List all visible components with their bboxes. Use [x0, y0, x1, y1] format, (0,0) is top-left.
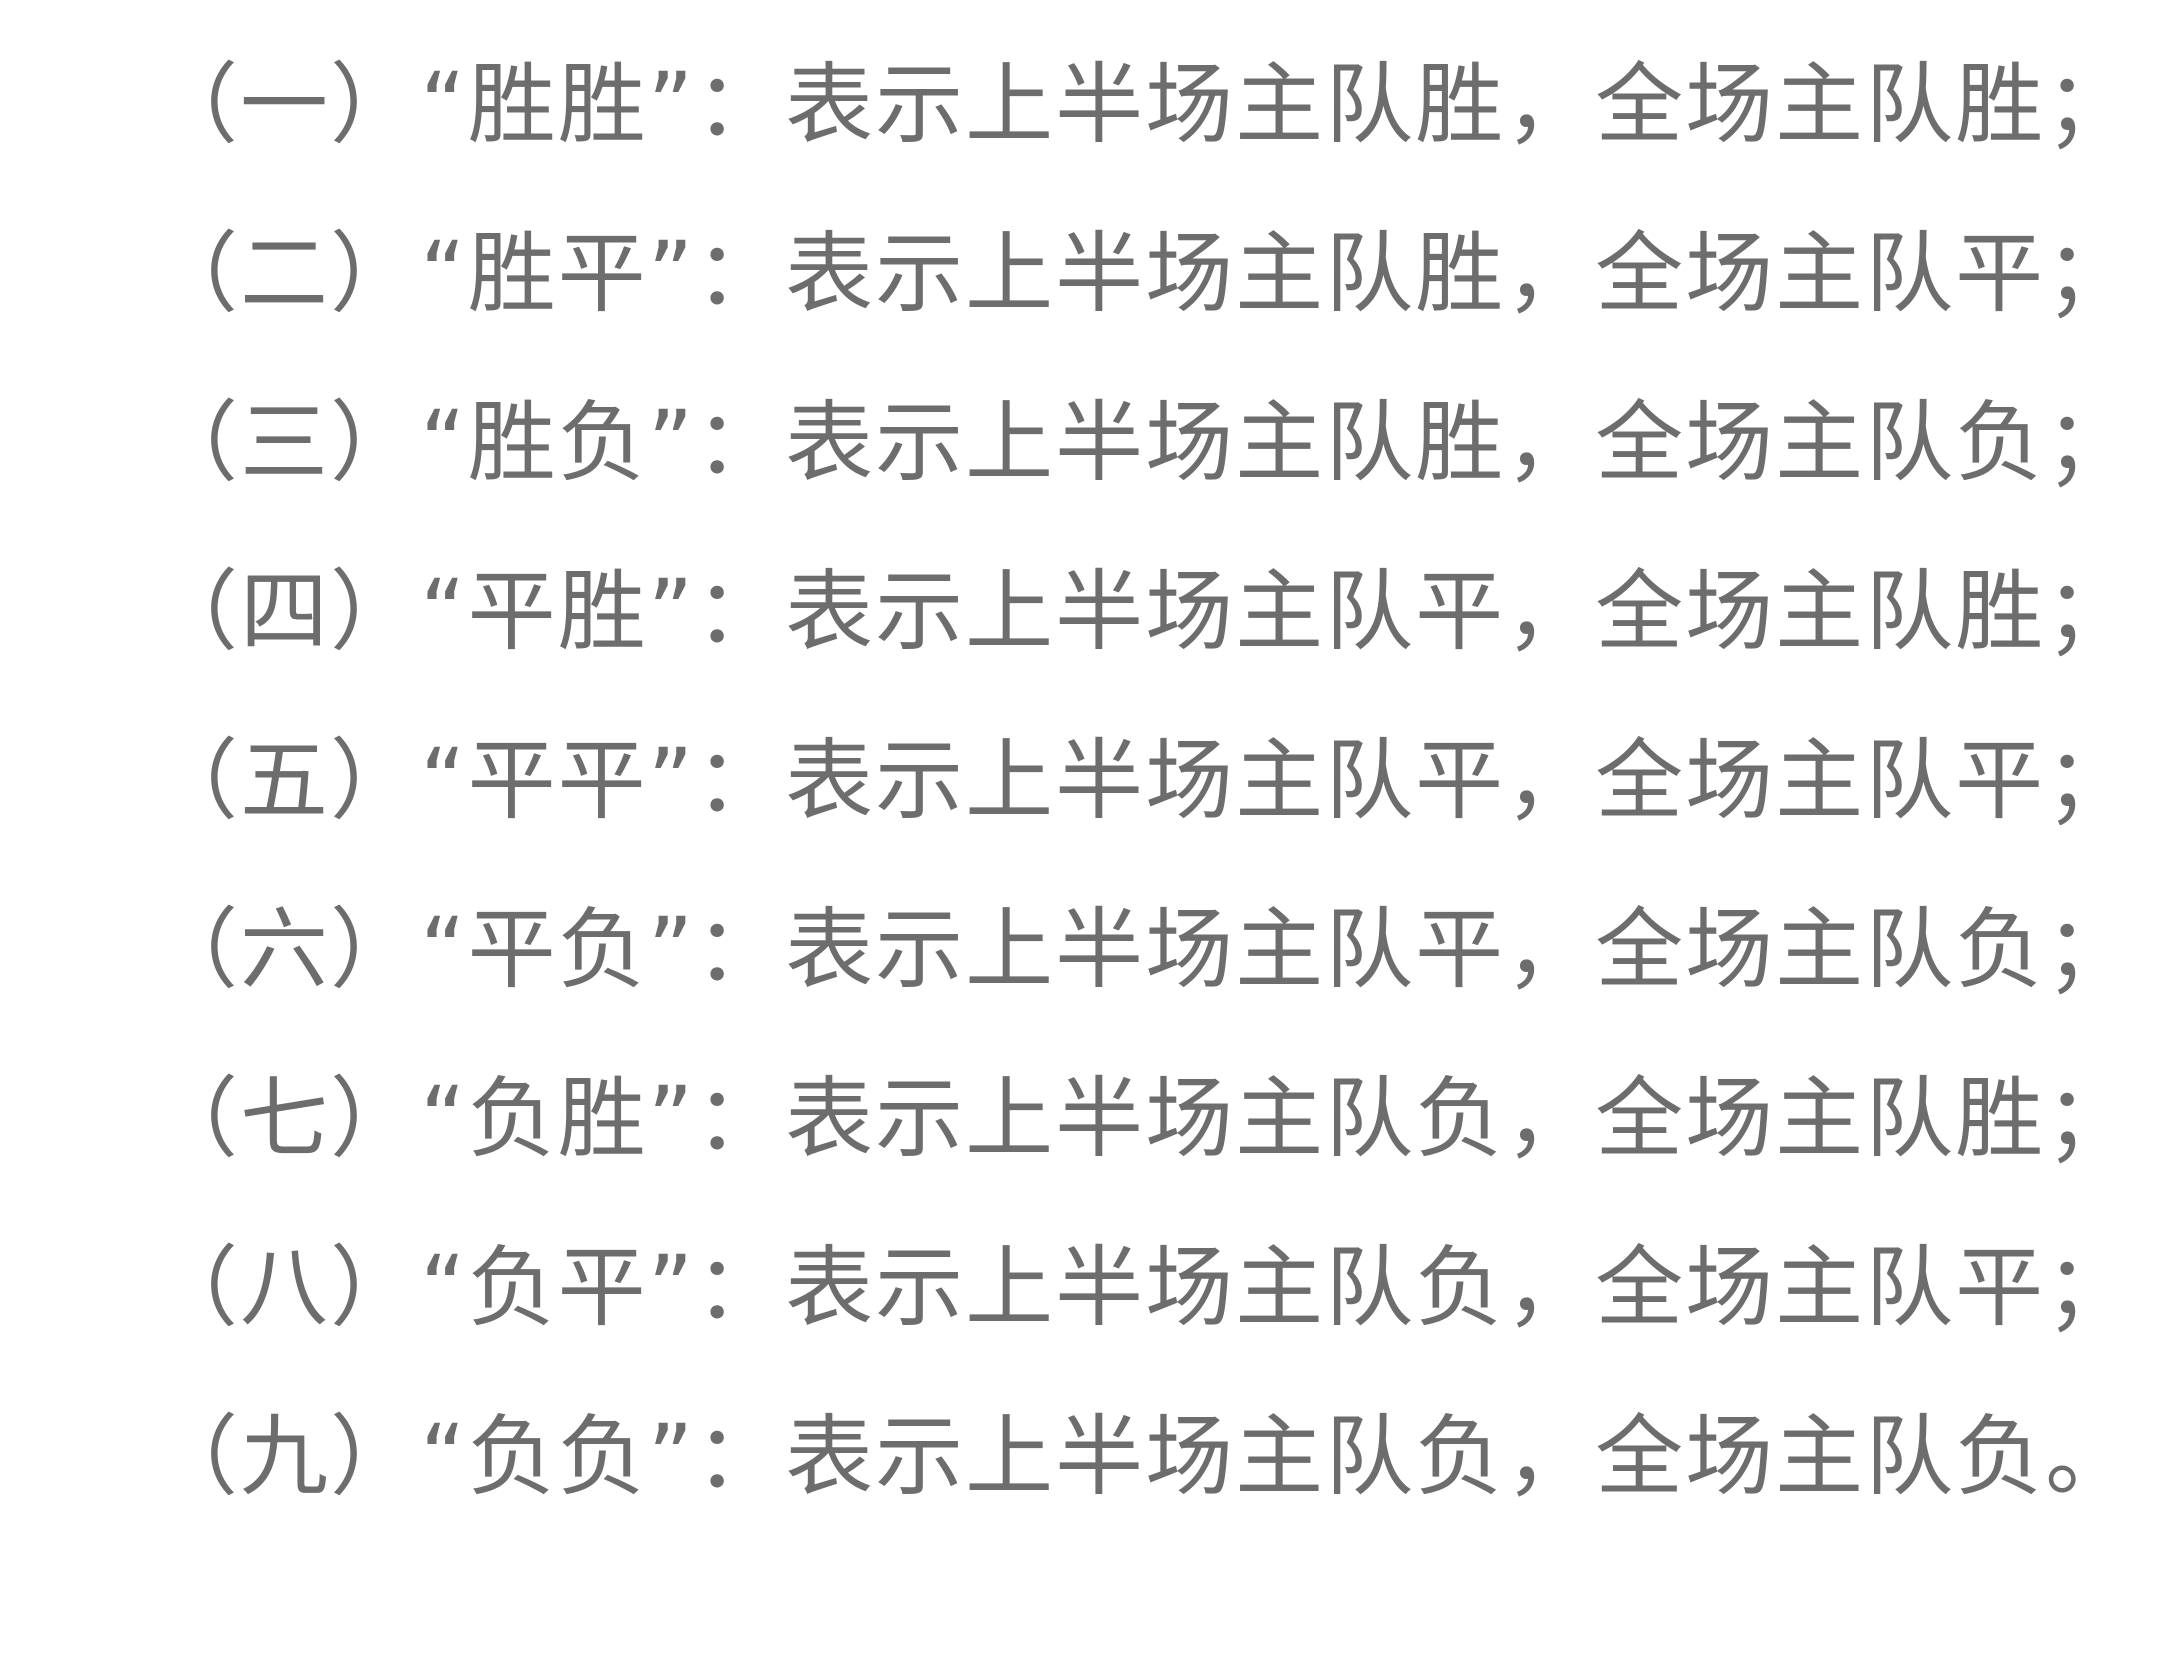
list-item: （六）“平负”：表示上半场主队平，全场主队负； — [150, 898, 2136, 1001]
list-item: （五）“平平”：表示上半场主队平，全场主队平； — [150, 729, 2136, 832]
list-item: （七）“负胜”：表示上半场主队负，全场主队胜； — [150, 1067, 2136, 1170]
list-item: （九）“负负”：表示上半场主队负，全场主队负。 — [150, 1405, 2136, 1508]
list-item: （四）“平胜”：表示上半场主队平，全场主队胜； — [150, 560, 2136, 663]
list-item: （一）“胜胜”：表示上半场主队胜，全场主队胜； — [150, 53, 2136, 156]
list-item: （三）“胜负”：表示上半场主队胜，全场主队负； — [150, 391, 2136, 494]
list-item: （二）“胜平”：表示上半场主队胜，全场主队平； — [150, 222, 2136, 325]
document-body: （一）“胜胜”：表示上半场主队胜，全场主队胜； （二）“胜平”：表示上半场主队胜… — [150, 20, 2171, 1541]
list-item: （八）“负平”：表示上半场主队负，全场主队平； — [150, 1236, 2136, 1339]
